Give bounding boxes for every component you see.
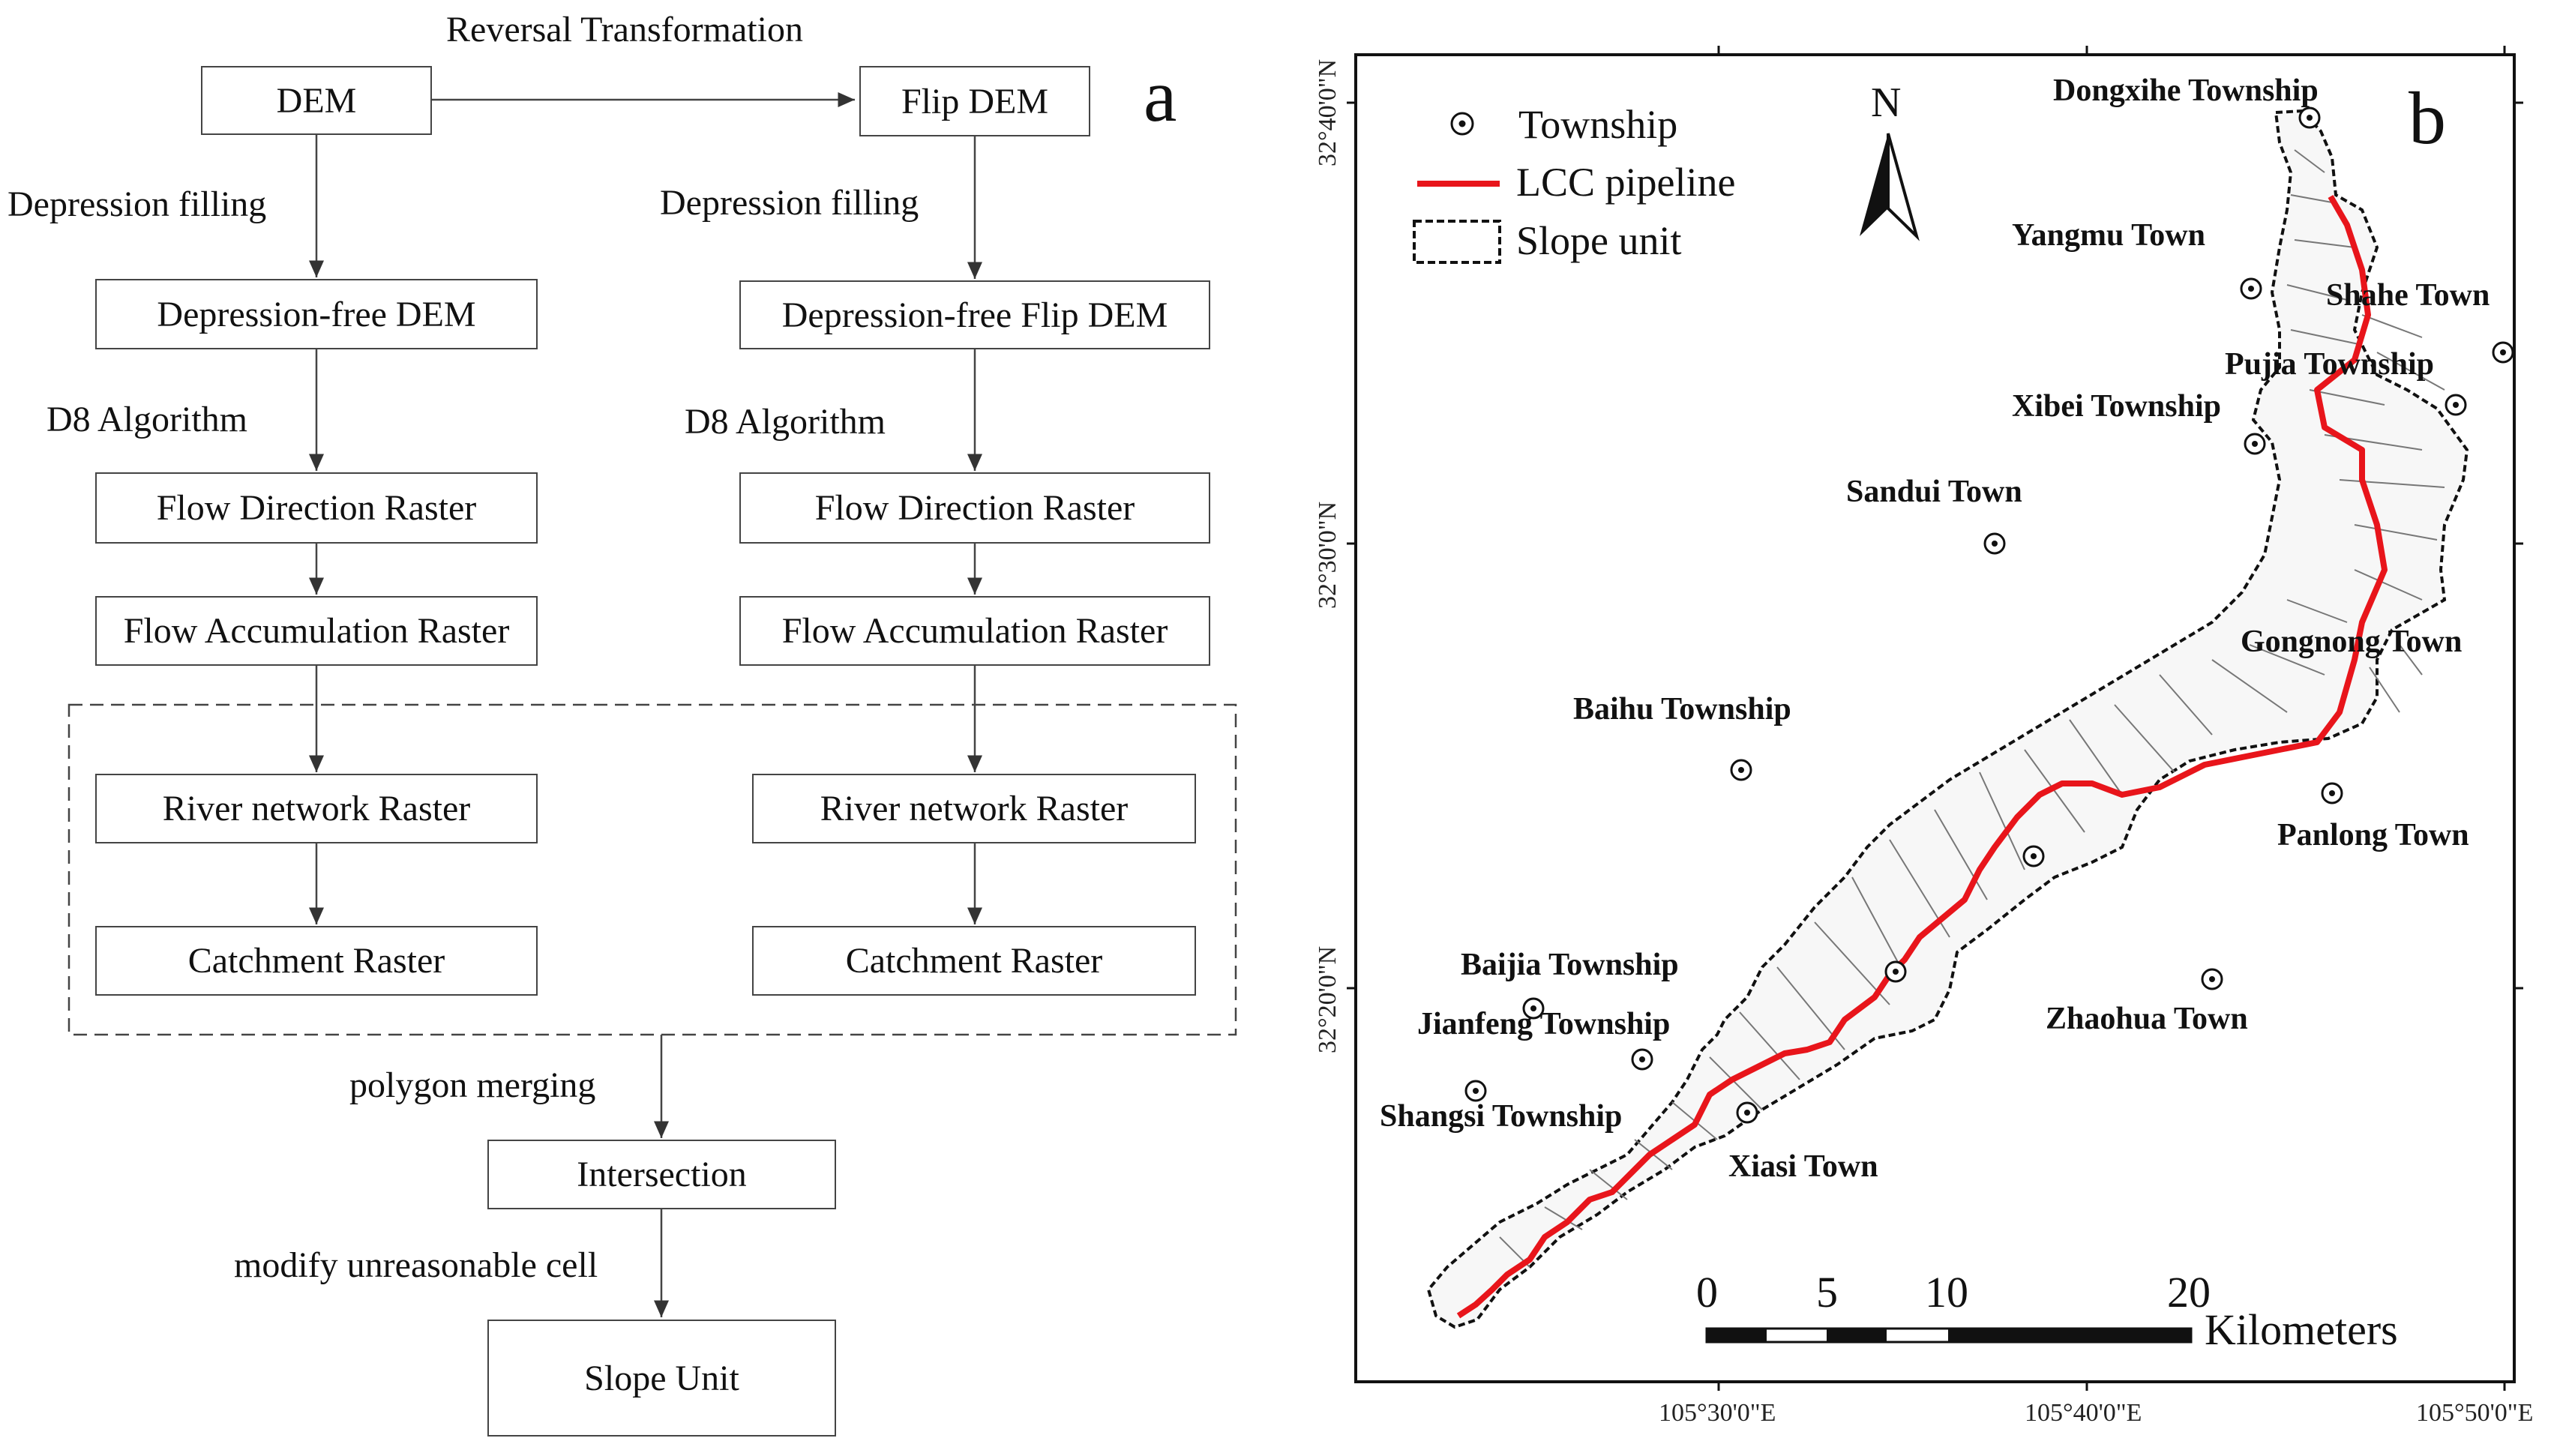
lat-label-3: 32°20'0"N	[1314, 945, 1341, 1053]
flip-dem-box: Flip DEM	[859, 66, 1090, 136]
town-label-xibei: Xibei Township	[2012, 389, 2221, 424]
legend-township-label: Township	[1518, 102, 1678, 147]
lcc-pipeline-line	[1456, 194, 2388, 1319]
right-catchment-box: Catchment Raster	[752, 926, 1196, 996]
township-point-dots	[1473, 115, 2506, 1116]
slope-unit-box: Slope Unit	[487, 1320, 836, 1437]
north-arrow-icon	[1860, 133, 1920, 241]
right-depression-free-box: Depression-free Flip DEM	[739, 280, 1210, 349]
left-flow-accumulation-box: Flow Accumulation Raster	[95, 596, 538, 666]
town-label-xiasi: Xiasi Town	[1728, 1149, 1878, 1184]
scale-bar	[1705, 1327, 2193, 1344]
lon-label-2: 105°40'0"E	[2025, 1399, 2142, 1427]
right-river-network-box: River network Raster	[752, 774, 1196, 843]
lat-label-1: 32°40'0"N	[1314, 58, 1341, 166]
right-flow-direction-box: Flow Direction Raster	[739, 472, 1210, 544]
right-fill-label: Depression filling	[660, 183, 919, 223]
scale-tick-5: 5	[1816, 1268, 1838, 1317]
lon-label-1: 105°30'0"E	[1659, 1399, 1776, 1427]
dashed-group-box	[67, 703, 1237, 1036]
scale-tick-20: 20	[2167, 1268, 2211, 1317]
left-river-network-box: River network Raster	[95, 774, 538, 843]
left-flow-direction-box: Flow Direction Raster	[95, 472, 538, 544]
town-label-jianfeng: Jianfeng Township	[1417, 1007, 1671, 1041]
intersection-box: Intersection	[487, 1140, 836, 1209]
scale-tick-10: 10	[1925, 1268, 1968, 1317]
town-label-baihu: Baihu Township	[1573, 692, 1791, 727]
lon-label-3: 105°50'0"E	[2416, 1399, 2534, 1427]
legend-slope-unit-symbol	[1413, 220, 1501, 264]
town-label-baijia: Baijia Township	[1461, 948, 1679, 982]
town-label-panlong: Panlong Town	[2277, 818, 2469, 852]
right-d8-label: D8 Algorithm	[685, 402, 886, 442]
town-label-sandui: Sandui Town	[1846, 475, 2022, 509]
town-label-yangmu: Yangmu Town	[2012, 218, 2205, 253]
right-flow-accumulation-box: Flow Accumulation Raster	[739, 596, 1210, 666]
slope-unit-area	[1426, 109, 2469, 1329]
polygon-merging-label: polygon merging	[349, 1065, 596, 1105]
scale-unit-label: Kilometers	[2205, 1305, 2398, 1354]
north-label: N	[1871, 79, 1902, 126]
sub-catchment-lines	[1499, 149, 2445, 1268]
dem-box: DEM	[201, 66, 432, 135]
panel-letter-a: a	[1144, 54, 1177, 137]
reversal-label: Reversal Transformation	[446, 10, 803, 49]
town-label-dongxihe: Dongxihe Township	[2053, 73, 2319, 108]
panel-letter-b: b	[2409, 76, 2446, 160]
town-label-shahe: Shahe Town	[2326, 278, 2490, 313]
left-depression-free-box: Depression-free DEM	[95, 279, 538, 349]
graticule-ticks	[1347, 46, 2523, 1391]
town-label-zhaohua: Zhaohua Town	[2046, 1002, 2248, 1036]
town-label-shangsi: Shangsi Township	[1380, 1099, 1623, 1134]
legend-pipeline-label: LCC pipeline	[1516, 160, 1736, 205]
scale-tick-0: 0	[1696, 1268, 1718, 1317]
lat-label-2: 32°30'0"N	[1314, 501, 1341, 609]
modify-cell-label: modify unreasonable cell	[234, 1245, 598, 1285]
town-label-gongnong: Gongnong Town	[2241, 625, 2463, 659]
left-fill-label: Depression filling	[7, 184, 267, 224]
town-label-pujia: Pujia Township	[2225, 347, 2434, 382]
legend-slope-unit-label: Slope unit	[1516, 218, 1682, 263]
left-catchment-box: Catchment Raster	[95, 926, 538, 996]
left-d8-label: D8 Algorithm	[46, 400, 248, 439]
